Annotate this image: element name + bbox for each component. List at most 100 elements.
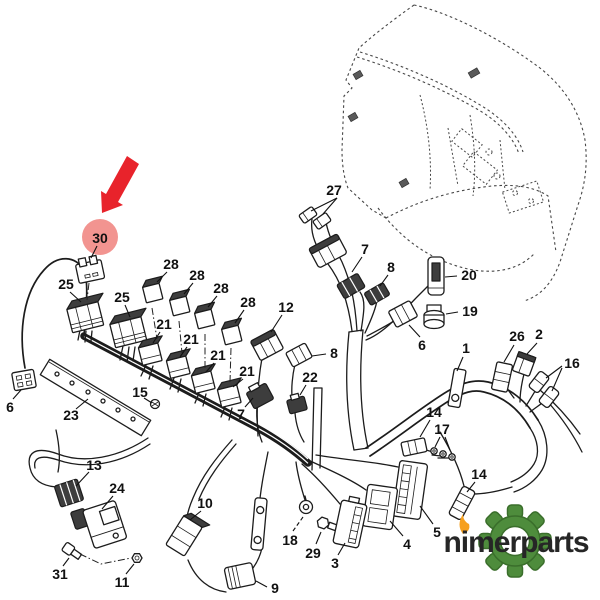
- leader-line-31: [62, 557, 70, 567]
- part-relay-21b: [165, 348, 191, 379]
- part-connector-26: [490, 361, 514, 393]
- callout-label-20: 20: [461, 267, 477, 283]
- part-bracket-1: [447, 367, 467, 409]
- leader-line-3: [337, 542, 346, 556]
- leader-lines-layer: [12, 197, 563, 588]
- gear-icon: [478, 504, 552, 578]
- callout-label-7: 7: [237, 406, 245, 422]
- callout-label-18: 18: [282, 532, 298, 548]
- part-bolt-29: [316, 516, 338, 532]
- leader-line-21: [232, 378, 244, 388]
- part-relay-28b: [168, 288, 191, 317]
- leader-line-15: [143, 397, 153, 404]
- callout-label-6: 6: [6, 399, 14, 415]
- part-connector-27b: [312, 212, 332, 230]
- leader-line-6: [12, 389, 22, 400]
- highlight-circle: [82, 219, 118, 255]
- callout-label-25: 25: [58, 276, 74, 292]
- part-relay-21d: [216, 377, 242, 408]
- part-socket-30: [75, 254, 106, 284]
- part-connector-8-mid: [285, 342, 313, 368]
- part-connector-large: [308, 233, 347, 268]
- leader-line-16: [545, 365, 563, 379]
- leader-line-18: [292, 516, 304, 532]
- callout-label-17: 17: [434, 421, 450, 437]
- leader-line-14: [419, 419, 431, 438]
- leader-line-27: [322, 197, 338, 215]
- leader-line-8: [311, 353, 327, 357]
- part-flasher-24: [70, 500, 127, 549]
- leader-line-17: [444, 436, 451, 451]
- part-sensor-19: [423, 304, 445, 330]
- callout-label-15: 15: [132, 384, 148, 400]
- part-connector-14b: [448, 485, 476, 521]
- leader-line-23: [75, 398, 89, 410]
- leader-line-26: [503, 344, 515, 363]
- callout-label-8: 8: [330, 345, 338, 361]
- callout-label-12: 12: [278, 299, 294, 315]
- assembly-lines: [79, 282, 232, 565]
- highlight-arrow-icon: [101, 156, 139, 213]
- leader-line-1: [456, 356, 464, 372]
- leader-line-2: [526, 342, 538, 355]
- watermark-logo: nimerparts: [443, 504, 590, 578]
- part-connector-6-mid: [388, 300, 418, 328]
- callout-label-28: 28: [213, 280, 229, 296]
- leader-line-28: [183, 282, 194, 295]
- part-connector-14a: [400, 437, 428, 457]
- part-nut-11: [131, 553, 143, 563]
- part-connector-16b: [538, 385, 560, 409]
- wiring-harness: [21, 218, 583, 593]
- part-screw-15: [149, 398, 161, 410]
- callout-label-5: 5: [433, 524, 441, 540]
- callout-label-6: 6: [418, 337, 426, 353]
- leader-line-5: [419, 505, 434, 525]
- callout-label-28: 28: [163, 256, 179, 272]
- leader-line-25: [69, 291, 82, 303]
- leader-line-28: [207, 295, 218, 308]
- part-ring-terminal-18: [298, 495, 314, 515]
- cab-clips: [347, 67, 481, 189]
- leader-line-27: [310, 197, 338, 212]
- logo-text: nimerparts: [443, 526, 588, 559]
- part-bracket-2: [250, 497, 268, 551]
- leader-line-29: [315, 531, 322, 545]
- part-screw-31: [61, 542, 83, 560]
- callout-label-7: 7: [361, 241, 369, 257]
- part-mounting-plate-23: [39, 358, 152, 437]
- leader-line-20: [444, 275, 458, 278]
- part-connector-16a: [528, 370, 550, 394]
- callout-label-3: 3: [331, 555, 339, 571]
- leader-line-6: [408, 324, 421, 338]
- leader-line-28: [234, 309, 245, 324]
- leader-line-14: [466, 481, 476, 493]
- leader-line-16: [551, 367, 563, 392]
- leader-line-30: [90, 245, 98, 259]
- leader-line-8: [379, 274, 389, 287]
- part-connector-22: [286, 392, 308, 415]
- highlight-30: [82, 156, 139, 255]
- callout-label-31: 31: [52, 566, 68, 582]
- callout-label-14: 14: [426, 404, 442, 420]
- part-relay-28a: [141, 275, 164, 304]
- part-connector-2: [512, 350, 537, 377]
- cab-outline: [341, 4, 587, 302]
- part-connector-20: [427, 256, 445, 296]
- leader-line-7: [351, 256, 363, 273]
- part-connector-8-top: [364, 282, 390, 306]
- callout-label-16: 16: [564, 355, 580, 371]
- part-connector-13: [54, 478, 84, 508]
- part-relay-21c: [190, 363, 216, 394]
- callout-label-2: 2: [535, 326, 543, 342]
- leader-line-21: [205, 362, 215, 373]
- leader-line-13: [75, 471, 90, 487]
- callout-label-21: 21: [183, 331, 199, 347]
- parts: [11, 206, 560, 590]
- part-relay-25b: [109, 307, 148, 349]
- leader-line-28: [156, 271, 168, 283]
- leader-line-19: [445, 311, 459, 315]
- leader-line-17: [434, 436, 441, 448]
- leader-line-12: [270, 314, 283, 333]
